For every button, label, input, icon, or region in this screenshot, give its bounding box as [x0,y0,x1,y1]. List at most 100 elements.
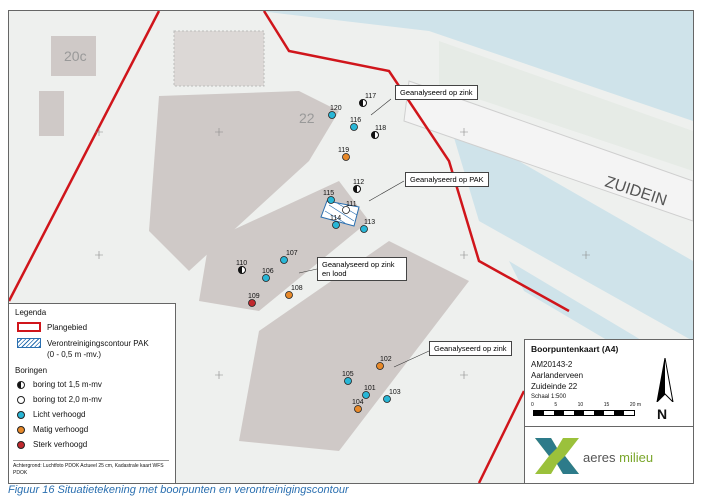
legend-row: Sterk verhoogd [17,440,87,449]
water-area [159,11,693,121]
legend-label: (0 - 0,5 m -mv.) [47,350,102,359]
legend-subtitle: Boringen [15,366,48,375]
boorpunt-111 [342,206,350,214]
scale-bar [533,410,635,416]
legend-label: Sterk verhoogd [33,440,88,449]
logo-word: aeres [583,450,616,465]
hatched-area [173,30,265,87]
boorpunt-label: 113 [364,219,376,226]
callout-leader [368,180,405,202]
map-frame: ZUIDEIN 20c 22 Geanalyseerd op zink Gean… [8,10,694,484]
boorpunt-label: 114 [330,215,342,222]
boorpunt-label: 105 [342,371,354,378]
legend-title: Legenda [15,308,47,317]
legend-row: Verontreinigingscontour PAK [17,338,149,348]
legend-row: Licht verhoogd [17,410,85,419]
scale-text: Schaal 1:500 [531,394,567,400]
logo-text: aeres milieu [583,450,653,465]
boorpunt-label: 111 [346,201,357,208]
project-number: AM20143-2 [531,360,573,369]
plangebied-line [262,11,570,313]
boorpunt-109 [248,299,256,307]
boorpunt-label: 107 [286,250,298,257]
logo-word: milieu [619,450,654,465]
callout-leader [370,98,392,116]
boorpunt-120 [328,111,336,119]
map-title: Boorpuntenkaart (A4) [531,344,619,354]
boorpunt-label: 119 [338,147,350,154]
divider [525,426,693,427]
legend-label: boring tot 2,0 m-mv [33,395,102,404]
boorpunt-label: 110 [236,260,248,267]
open-dot-icon [17,395,25,404]
north-arrow-icon [656,358,674,402]
pak-hatch [328,204,355,222]
boorpunt-label: 115 [323,190,335,197]
sterk-dot-icon [17,440,25,449]
contour-swatch [17,338,41,348]
boorpunt-label: 112 [353,179,365,186]
north-label: N [657,406,668,422]
callout-box: Geanalyseerd op zink [395,85,478,100]
legend-label: Verontreinigingscontour PAK [47,338,149,348]
half-dot-icon [17,380,25,389]
boorpunt-107 [280,256,288,264]
water-area [449,121,693,341]
building-label: 20c [64,48,87,64]
aeres-logo-icon [535,438,579,474]
building-main [149,91,339,271]
boorpunt-label: 101 [364,385,376,392]
boorpunt-114 [332,221,340,229]
boorpunt-105 [344,377,352,385]
legend-note: Achtergrond: Luchtfoto PDOK Actueel 25 c… [13,460,169,477]
matig-dot-icon [17,425,25,434]
boorpunten-layer [238,99,391,413]
boorpunt-103 [383,395,391,403]
boorpunt-label: 118 [375,125,387,132]
boorpunt-113 [360,225,368,233]
plangebied-swatch [17,322,41,332]
boorpunt-108 [285,291,293,299]
scale-tick: 5 [554,402,558,408]
boorpunt-119 [342,153,350,161]
boorpunt-half-fill [371,131,375,139]
boorpunt-106 [262,274,270,282]
building [39,91,64,136]
boorpunt-label: 103 [389,389,401,396]
scale-tick: 10 [577,402,584,408]
callout-leader [298,268,318,274]
place-name: Aarlanderveen [531,371,584,380]
scale-ticks: 0 5 10 15 20 m [531,402,641,408]
plangebied-line [9,11,161,302]
pak-contour [320,200,360,227]
callout-box: Geanalyseerd op PAK [405,172,489,187]
legend-label: boring tot 1,5 m-mv [33,380,102,389]
legend-label: Plangebied [47,322,88,332]
scale-tick: 15 [603,402,610,408]
boorpunt-101 [362,391,370,399]
scale-tick: 20 m [629,402,641,408]
boorpunt-label: 109 [248,293,260,300]
legend-label: Matig verhoogd [33,425,89,434]
licht-dot-icon [17,410,25,419]
callout-box: Geanalyseerd op zink [429,341,512,356]
address: Zuideinde 22 [531,382,578,391]
boorpunt-label: 104 [352,399,364,406]
building [51,36,96,76]
boorpunt-label: 117 [365,93,377,100]
callout-leader [393,350,430,368]
boorpunt-102 [376,362,384,370]
building [239,241,469,451]
title-block: Boorpuntenkaart (A4) AM20143-2 Aarlander… [524,339,693,483]
pak-hatch [324,210,346,224]
boorpunt-115 [327,196,335,204]
legend-row: boring tot 2,0 m-mv [17,395,102,404]
boorpunt-half-fill [353,185,357,193]
boorpunt-label: 116 [350,117,362,124]
boorpunt-label: 106 [262,268,274,275]
boorpunt-label: 102 [380,356,392,363]
boorpunt-116 [350,123,358,131]
plangebied-line [477,390,526,483]
boorpunt-half-fill [359,99,363,107]
legend-row: Plangebied [17,322,87,332]
